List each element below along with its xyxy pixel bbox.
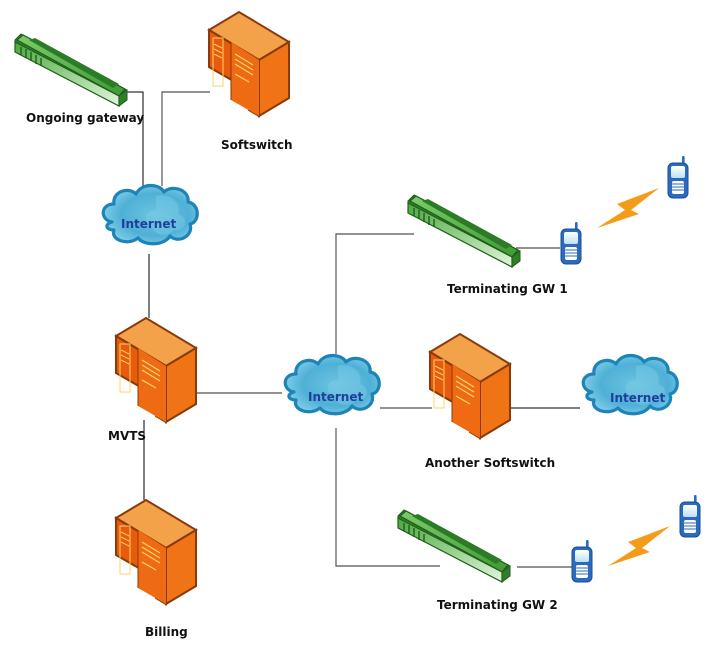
link-internet-terminating-gw1: [335, 233, 414, 354]
node-label: Another Softswitch: [425, 456, 555, 470]
node-phone-gw2-near[interactable]: [571, 539, 593, 583]
wireless-link-gw2: [608, 526, 670, 566]
node-terminating-gw2[interactable]: Terminating GW 2: [397, 509, 558, 612]
node-mvts[interactable]: MVTS: [108, 317, 197, 443]
cloud-icon: [283, 353, 381, 416]
node-label: Internet: [121, 217, 176, 231]
link-softswitch-internet: [161, 91, 210, 186]
node-terminating-gw1[interactable]: Terminating GW 1: [407, 194, 568, 296]
cloud-icon: [101, 183, 199, 246]
connections: [124, 91, 580, 568]
node-label: Billing: [145, 625, 188, 639]
mobile-phone-icon: [667, 155, 689, 199]
lightning-icon: [597, 188, 659, 228]
server-icon: [429, 333, 511, 439]
gateway-icon: [14, 33, 128, 107]
node-phone-gw2-far[interactable]: [679, 494, 701, 538]
node-ongoing-gateway[interactable]: Ongoing gateway: [14, 33, 144, 125]
node-label: Ongoing gateway: [26, 111, 144, 125]
node-label: Terminating GW 1: [447, 282, 568, 296]
link-internet-terminating-gw2: [335, 428, 440, 567]
mobile-phone-icon: [560, 221, 582, 265]
server-icon: [208, 11, 290, 117]
node-phone-gw1-far[interactable]: [667, 155, 689, 199]
node-internet-right[interactable]: Internet: [581, 353, 679, 416]
gateway-icon: [397, 509, 511, 583]
node-label: Terminating GW 2: [437, 598, 558, 612]
node-internet-top[interactable]: Internet: [101, 183, 199, 246]
node-label: Softswitch: [221, 138, 293, 152]
gateway-icon: [407, 194, 521, 268]
node-label: MVTS: [108, 429, 146, 443]
server-icon: [115, 317, 197, 423]
wireless-link-gw1: [597, 188, 659, 228]
cloud-icon: [581, 353, 679, 416]
node-softswitch[interactable]: Softswitch: [208, 11, 293, 152]
node-phone-gw1-near[interactable]: [560, 221, 582, 265]
node-another-softswitch[interactable]: Another Softswitch: [425, 333, 555, 470]
mobile-phone-icon: [571, 539, 593, 583]
link-ongoing-gateway-internet: [124, 91, 144, 188]
node-internet-center[interactable]: Internet: [283, 353, 381, 416]
lightning-icon: [608, 526, 670, 566]
mobile-phone-icon: [679, 494, 701, 538]
node-billing[interactable]: Billing: [115, 499, 197, 639]
server-icon: [115, 499, 197, 605]
node-label: Internet: [308, 390, 363, 404]
node-label: Internet: [610, 391, 665, 405]
